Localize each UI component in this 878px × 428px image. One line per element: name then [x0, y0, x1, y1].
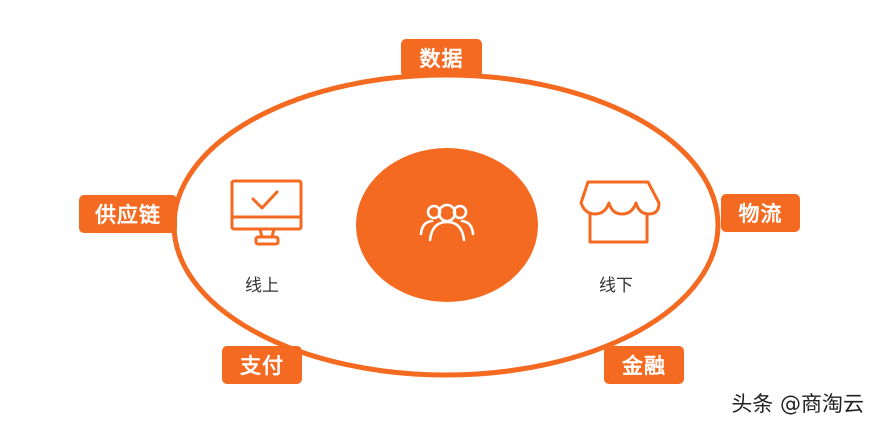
tag-supply-chain: 供应链: [79, 195, 177, 233]
center-circle: [356, 148, 538, 302]
tag-payment: 支付: [222, 346, 302, 384]
label-online: 线上: [245, 276, 279, 296]
monitor-check-icon: [230, 179, 303, 246]
tag-data: 数据: [401, 39, 482, 77]
watermark: 头条 @商淘云: [731, 392, 864, 416]
tag-finance: 金融: [604, 346, 684, 384]
storefront-icon: [579, 180, 661, 244]
label-offline: 线下: [599, 276, 633, 296]
tag-logistics: 物流: [721, 194, 800, 232]
users-group-icon: [419, 203, 475, 242]
